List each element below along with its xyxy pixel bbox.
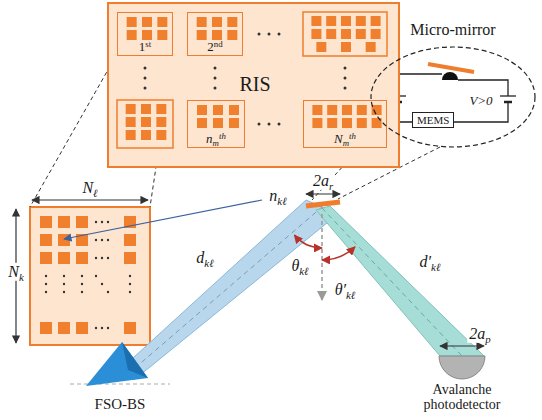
text-part: k	[19, 271, 24, 283]
text-part: kℓ	[277, 195, 286, 207]
inset-title: Micro-mirror	[410, 21, 495, 39]
text-part: 2a	[313, 172, 329, 189]
distance-label: d′kℓ	[418, 253, 443, 271]
angle-label: θkℓ	[289, 257, 310, 275]
micro-mirror	[428, 64, 474, 72]
text-part: m	[213, 138, 219, 148]
text-part: θ′	[335, 281, 346, 298]
text-part: r	[329, 180, 333, 192]
angle-arc	[294, 235, 322, 248]
text-part: kℓ	[431, 261, 440, 273]
aperture-label: 2ap	[467, 325, 492, 343]
leader-line	[64, 200, 262, 239]
base-station: FSO-BS	[78, 340, 162, 413]
angle-label: θ′kℓ	[333, 281, 358, 299]
zoom-line	[30, 54, 117, 207]
micro-mirror-inset: MEMSMicro-mirror	[370, 46, 536, 148]
panel-title: RIS	[239, 73, 270, 95]
box-label: MEMS	[417, 114, 449, 126]
text-part: th	[349, 131, 356, 141]
aperture-label: 2ar	[311, 172, 335, 190]
text-part: ℓ	[93, 187, 98, 199]
mems-box: MEMS	[412, 112, 454, 128]
incident-beam	[122, 200, 338, 380]
text-part: 1	[139, 39, 146, 54]
voltage-label: V>0	[467, 94, 494, 109]
text-part: kℓ	[346, 289, 355, 301]
ris-cell: nmth	[187, 100, 245, 148]
text-part: d	[196, 249, 204, 266]
ris-cell: 2nd	[187, 12, 243, 56]
inset-outline	[370, 46, 536, 148]
ris-panel: 1st2ndnmthNmthRIS	[107, 2, 400, 168]
text-part: 2a	[469, 325, 485, 342]
base-station-symbol	[78, 340, 162, 396]
text-part: m	[343, 138, 349, 148]
text-part: st	[145, 39, 151, 49]
distance-label: dkℓ	[194, 249, 215, 267]
cell-label: 1st	[137, 40, 153, 54]
cell-label: 2nd	[205, 40, 224, 54]
mirror-normal	[321, 214, 323, 300]
text-part: 2	[207, 39, 214, 54]
text-part: N	[334, 131, 343, 146]
pivot	[442, 72, 458, 80]
element-panel	[30, 207, 150, 345]
text-part: N	[82, 179, 93, 196]
station-label: FSO-BS	[78, 396, 162, 413]
photodetector: Avalanche photodetector	[392, 352, 532, 413]
dimension-label: Nk	[6, 263, 26, 281]
detector-label: Avalanche photodetector	[412, 382, 512, 413]
aperture-arrow	[306, 193, 340, 194]
text-part: n	[269, 187, 277, 204]
text-part: n	[206, 131, 213, 146]
mirror	[306, 202, 340, 206]
element-index: nkℓ	[267, 187, 288, 205]
angle-arc	[322, 247, 355, 260]
text-part: kℓ	[299, 265, 308, 277]
aperture-arrow	[440, 345, 484, 346]
text-part: d′	[420, 253, 432, 270]
detector-symbol	[392, 352, 532, 382]
ris-cell: 1st	[117, 12, 173, 56]
text-part: nd	[214, 39, 223, 49]
text-part: p	[485, 333, 490, 345]
dimension-label: Nℓ	[80, 179, 99, 197]
base-line	[70, 384, 170, 385]
cell-label: Nmth	[332, 132, 358, 146]
text-part: kℓ	[204, 257, 213, 269]
width-arrow	[32, 199, 148, 200]
beam-axis	[128, 207, 322, 374]
text-part: N	[8, 263, 19, 280]
text-part: θ	[291, 257, 299, 274]
reflected-beam	[316, 206, 484, 356]
cell-label: nmth	[204, 132, 228, 146]
beam-axis	[322, 208, 462, 356]
text-part: th	[219, 131, 226, 141]
ris-cell: Nmth	[303, 100, 387, 148]
